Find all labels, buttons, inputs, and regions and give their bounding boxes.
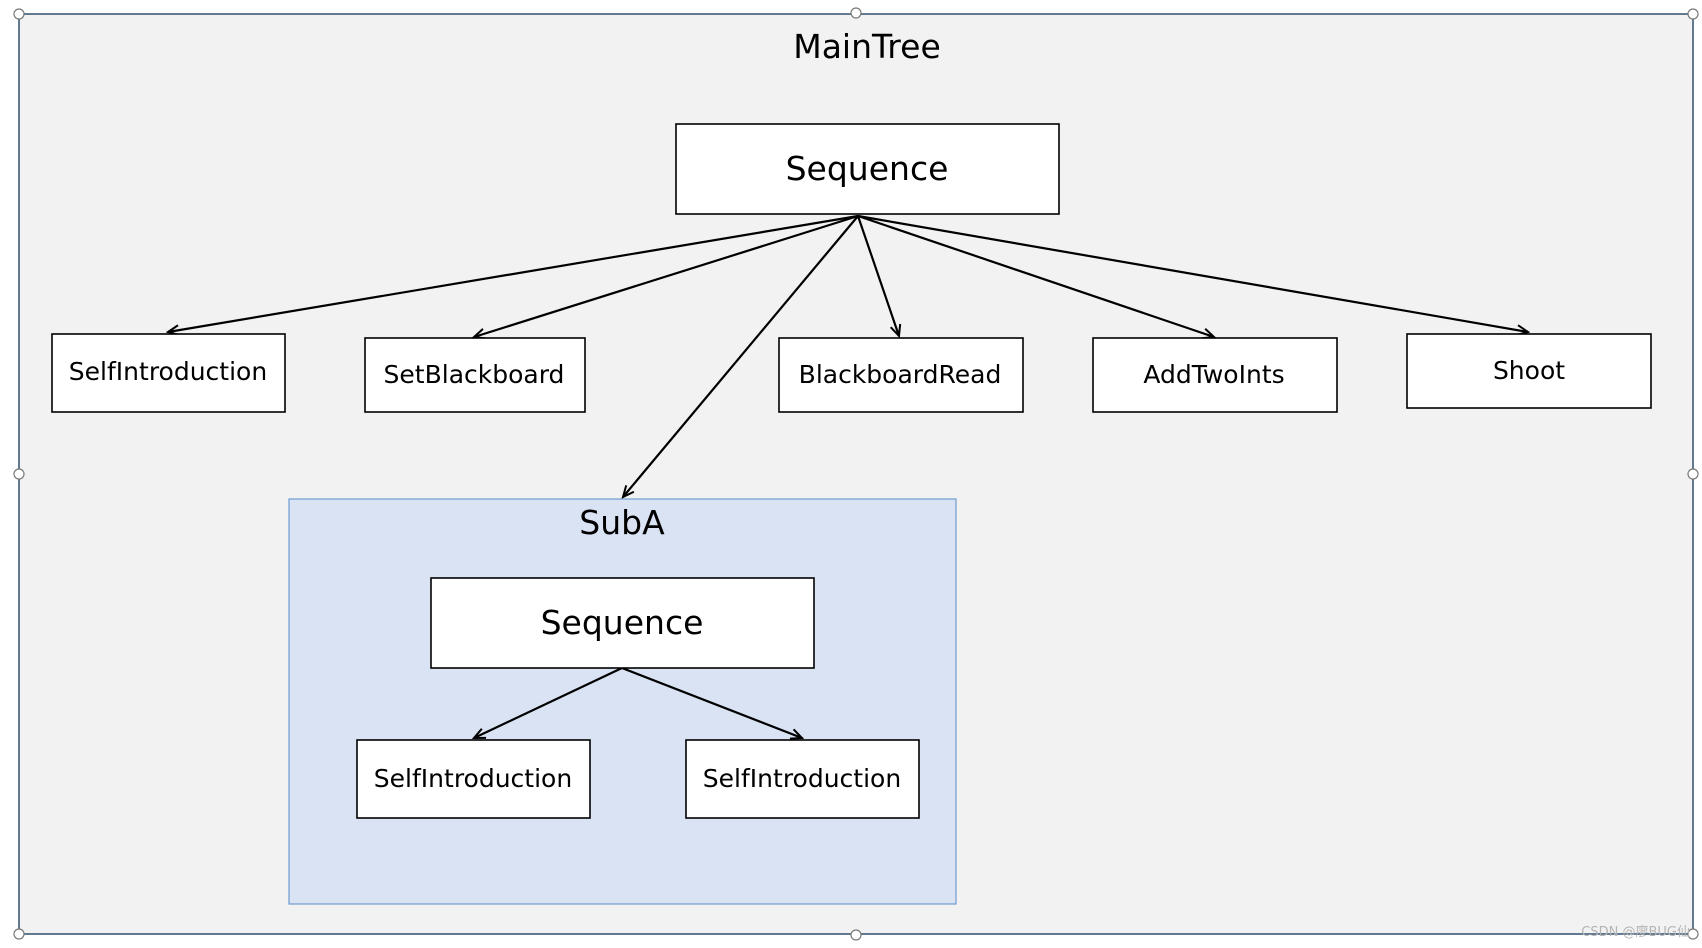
- node-setblackboard[interactable]: SetBlackboard: [364, 337, 586, 413]
- maintree-title: MainTree: [793, 27, 941, 66]
- suba-container[interactable]: [288, 498, 957, 905]
- node-selfintroduction-label: SelfIntroduction: [69, 357, 267, 386]
- node-blackboardread-label: BlackboardRead: [799, 360, 1002, 389]
- edge-suba-sequence-selfintroduction-1: [474, 667, 623, 738]
- edge-root-blackboardread: [856, 215, 899, 336]
- node-setblackboard-label: SetBlackboard: [384, 360, 565, 389]
- frame-selection-handles[interactable]: [13, 7, 1699, 941]
- node-addtwoints-label: AddTwoInts: [1143, 360, 1284, 389]
- node-suba-selfintroduction-1-label: SelfIntroduction: [374, 764, 572, 793]
- edge-root-shoot: [857, 214, 1528, 332]
- node-suba-selfintroduction-1[interactable]: SelfIntroduction: [356, 739, 591, 819]
- edge-root-selfintroduction: [168, 214, 859, 332]
- suba-edges: [474, 666, 802, 738]
- node-suba-selfintroduction-2-label: SelfIntroduction: [703, 764, 901, 793]
- node-suba-sequence[interactable]: Sequence: [430, 577, 815, 669]
- main-edges: [168, 214, 1528, 497]
- edge-suba-sequence-selfintroduction-2: [621, 666, 802, 738]
- resize-handle-top-left[interactable]: [13, 8, 25, 20]
- node-suba-selfintroduction-2[interactable]: SelfIntroduction: [685, 739, 920, 819]
- resize-handle-bottom-left[interactable]: [13, 928, 25, 940]
- resize-handle-right[interactable]: [1687, 468, 1699, 480]
- edge-root-setblackboard: [474, 214, 859, 337]
- resize-handle-left[interactable]: [13, 468, 25, 480]
- suba-title: SubA: [579, 503, 665, 542]
- resize-handle-top-right[interactable]: [1687, 8, 1699, 20]
- resize-handle-bottom-right[interactable]: [1687, 928, 1699, 940]
- edge-root-addtwoints: [857, 214, 1214, 337]
- node-shoot-label: Shoot: [1493, 356, 1565, 385]
- node-main-sequence[interactable]: Sequence: [675, 123, 1060, 215]
- node-shoot[interactable]: Shoot: [1406, 333, 1652, 409]
- node-blackboardread[interactable]: BlackboardRead: [778, 337, 1024, 413]
- watermark-text: CSDN @廖BUG仙: [1581, 925, 1690, 940]
- node-addtwoints[interactable]: AddTwoInts: [1092, 337, 1338, 413]
- node-selfintroduction[interactable]: SelfIntroduction: [51, 333, 286, 413]
- node-main-sequence-label: Sequence: [786, 149, 949, 188]
- resize-handle-top[interactable]: [850, 7, 862, 19]
- resize-handle-bottom[interactable]: [850, 929, 862, 941]
- edge-root-suba: [623, 215, 859, 497]
- node-suba-sequence-label: Sequence: [541, 603, 704, 642]
